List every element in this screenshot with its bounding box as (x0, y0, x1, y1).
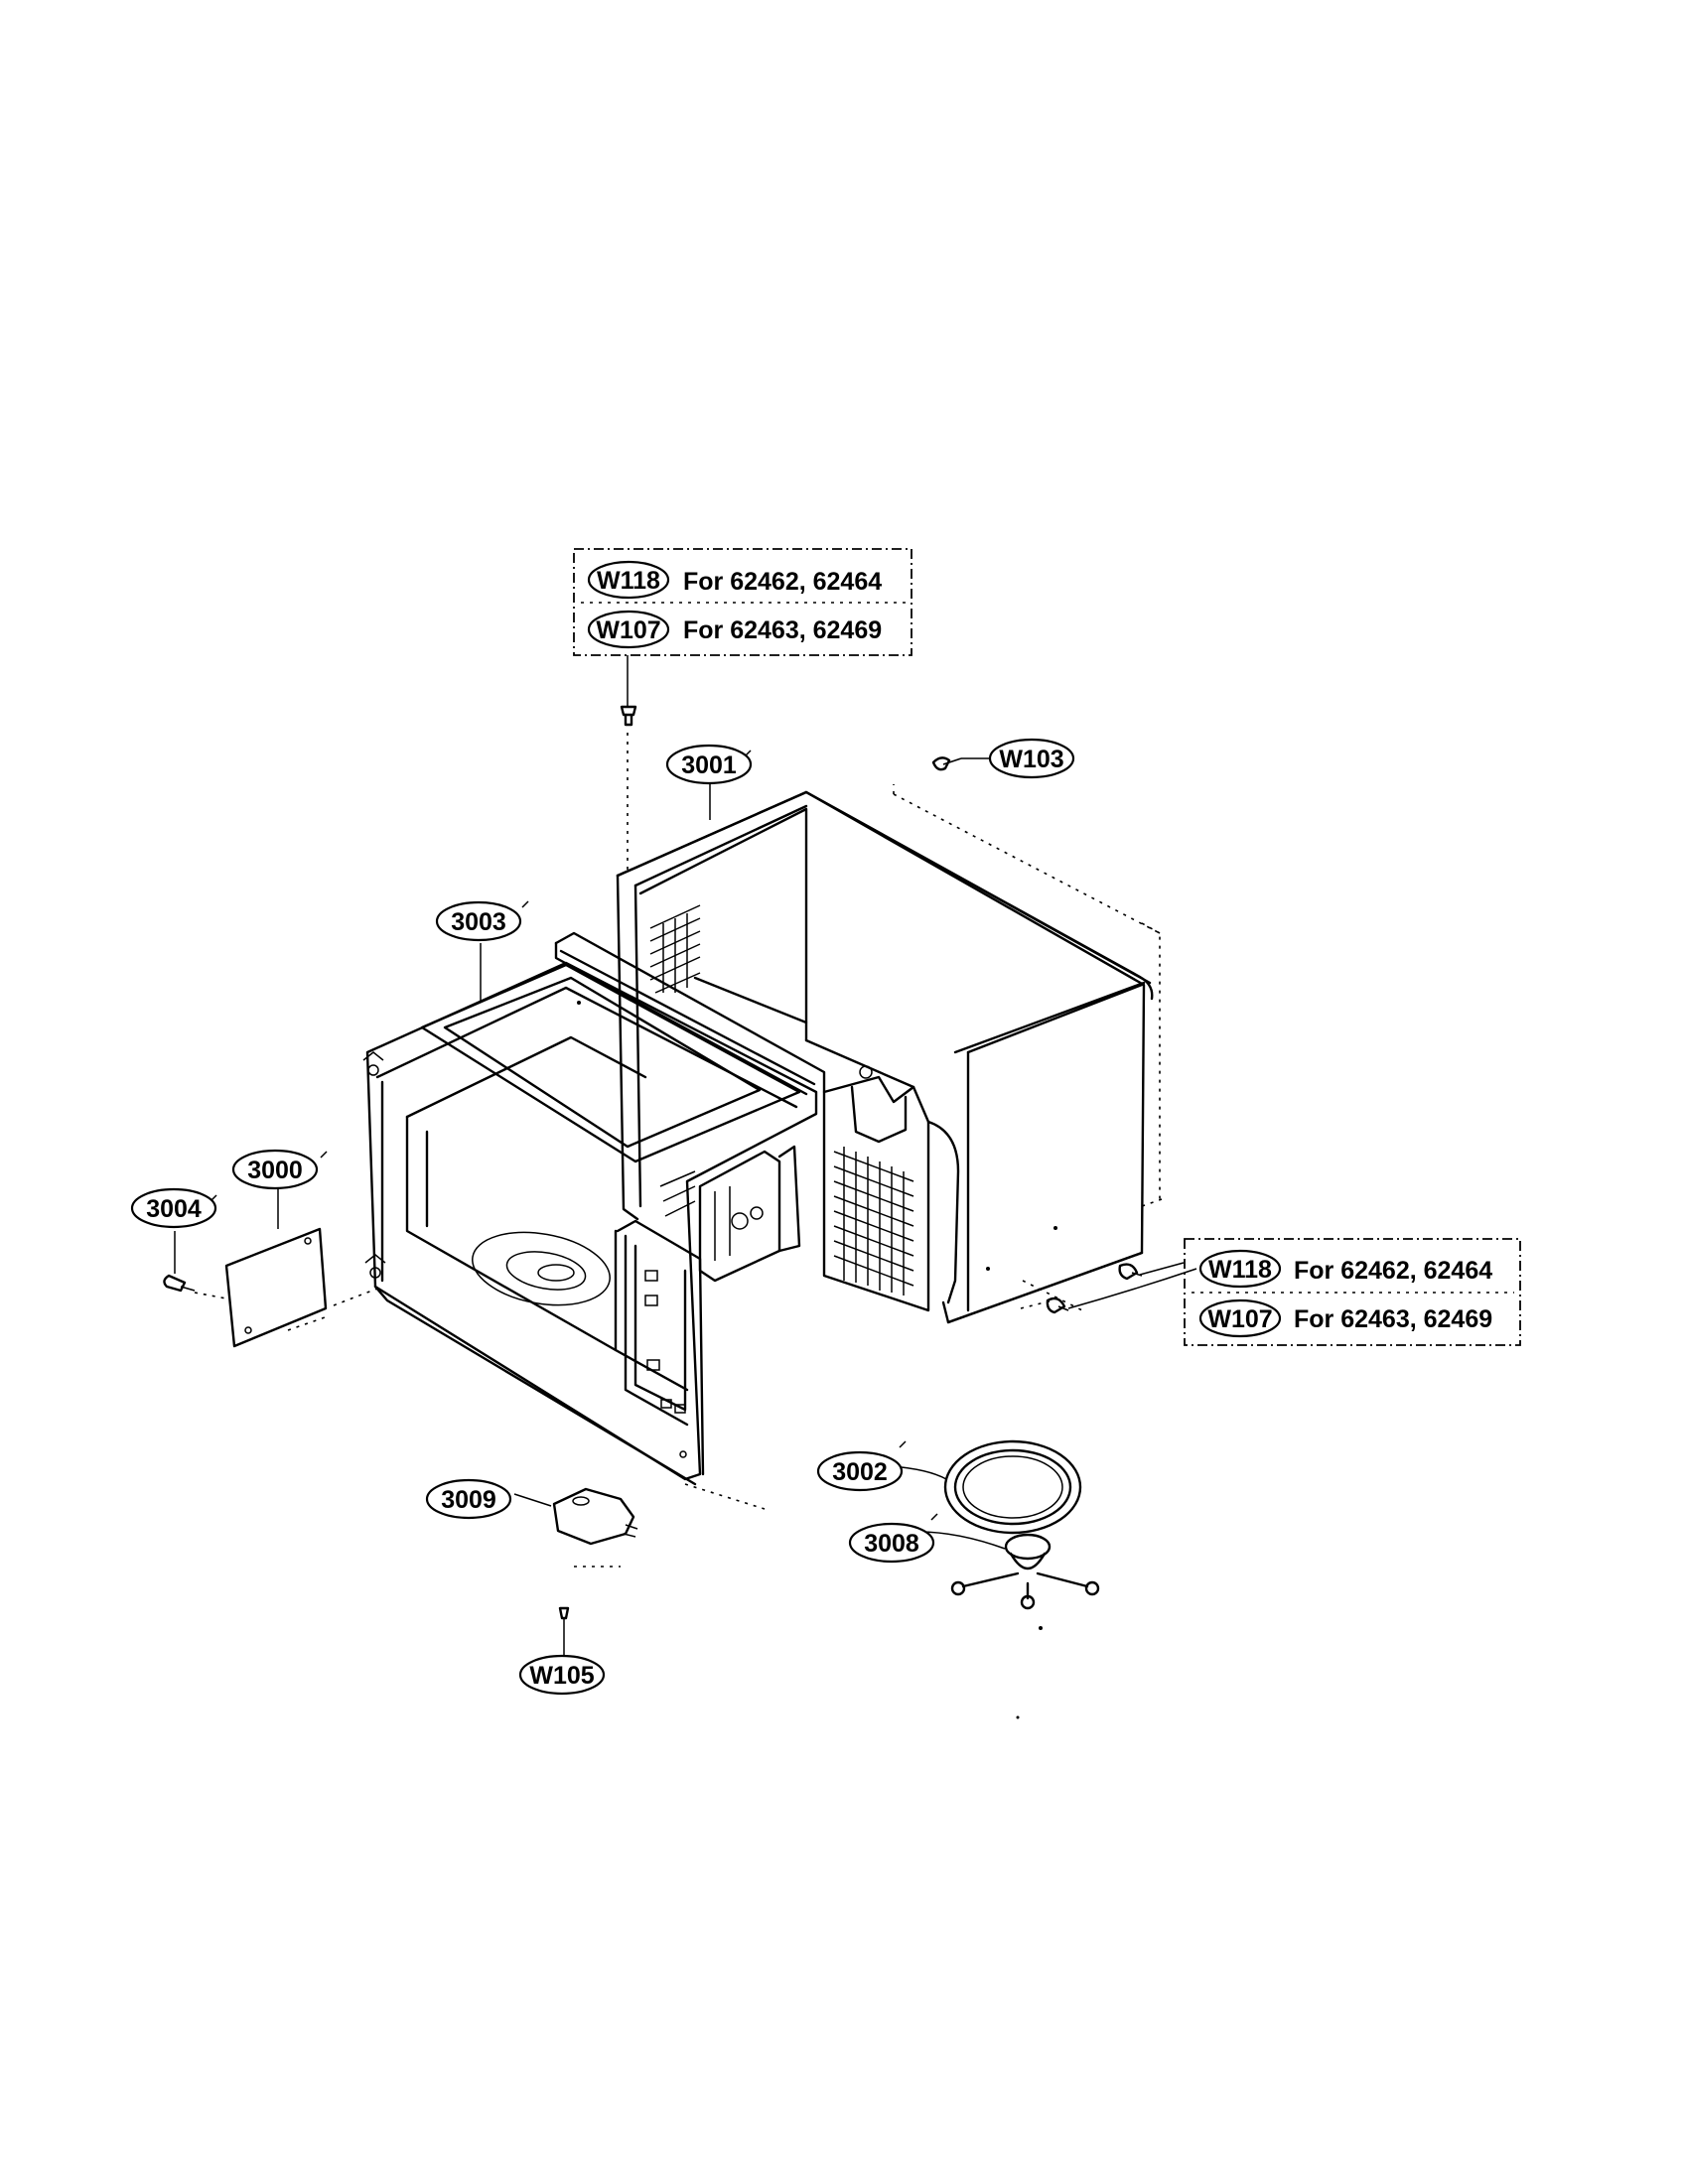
svg-text:W107: W107 (596, 616, 660, 644)
turntable-motor-3009 (552, 1487, 638, 1546)
svg-text:3003: 3003 (451, 908, 506, 936)
outer-case-drawing (616, 784, 1163, 1324)
turntable-ring-3002 (943, 1439, 1082, 1535)
case-vent-top (649, 904, 701, 994)
svg-text:W118: W118 (1208, 1256, 1272, 1284)
top-w118-row: W118 For 62462, 62464 (587, 560, 882, 600)
svg-text:W103: W103 (999, 746, 1063, 773)
screw-right-upper (1118, 1263, 1143, 1281)
label-3009: 3009 (425, 1478, 512, 1520)
right-w107-row: W107 For 62463, 62469 (1198, 1298, 1492, 1338)
svg-text:For 62463, 62469: For 62463, 62469 (1294, 1305, 1492, 1333)
top-w107-row: W107 For 62463, 62469 (587, 610, 882, 649)
svg-text:For 62462, 62464: For 62462, 62464 (683, 568, 882, 596)
screw-w103 (931, 756, 962, 771)
label-3008: 3008 (848, 1522, 935, 1564)
label-w105: W105 (518, 1654, 606, 1696)
svg-text:3001: 3001 (681, 751, 737, 779)
label-3002: 3002 (816, 1450, 904, 1492)
svg-text:For 62462, 62464: For 62462, 62464 (1294, 1257, 1492, 1285)
svg-text:W118: W118 (597, 567, 660, 595)
svg-text:For 62463, 62469: For 62463, 62469 (683, 616, 882, 644)
label-3000: 3000 (231, 1149, 319, 1190)
label-w103: W103 (988, 738, 1075, 779)
screw-right-lower (1046, 1297, 1069, 1314)
label-3001: 3001 (665, 744, 753, 785)
right-variant-note-box: W118 For 62462, 62464 W107 For 62463, 62… (1184, 1238, 1521, 1346)
right-w118-row: W118 For 62462, 62464 (1198, 1249, 1492, 1289)
label-3004: 3004 (130, 1187, 217, 1229)
svg-text:W107: W107 (1207, 1305, 1272, 1333)
cover-plate-3000 (224, 1227, 328, 1348)
case-back-panel (822, 1065, 930, 1312)
screw-3004 (163, 1274, 196, 1293)
svg-text:3009: 3009 (441, 1486, 496, 1514)
top-variant-note-box: W118 For 62462, 62464 W107 For 62463, 62… (573, 548, 912, 656)
svg-text:3002: 3002 (832, 1458, 888, 1486)
svg-text:3008: 3008 (864, 1530, 919, 1558)
svg-text:3000: 3000 (247, 1157, 303, 1184)
label-3003: 3003 (435, 900, 522, 942)
svg-text:W105: W105 (529, 1662, 594, 1690)
screw-w105 (558, 1606, 570, 1638)
svg-text:3004: 3004 (146, 1195, 202, 1223)
oven-cavity-drawing (362, 931, 826, 1486)
turntable-support-3008 (950, 1533, 1100, 1610)
screw-top (620, 705, 637, 727)
